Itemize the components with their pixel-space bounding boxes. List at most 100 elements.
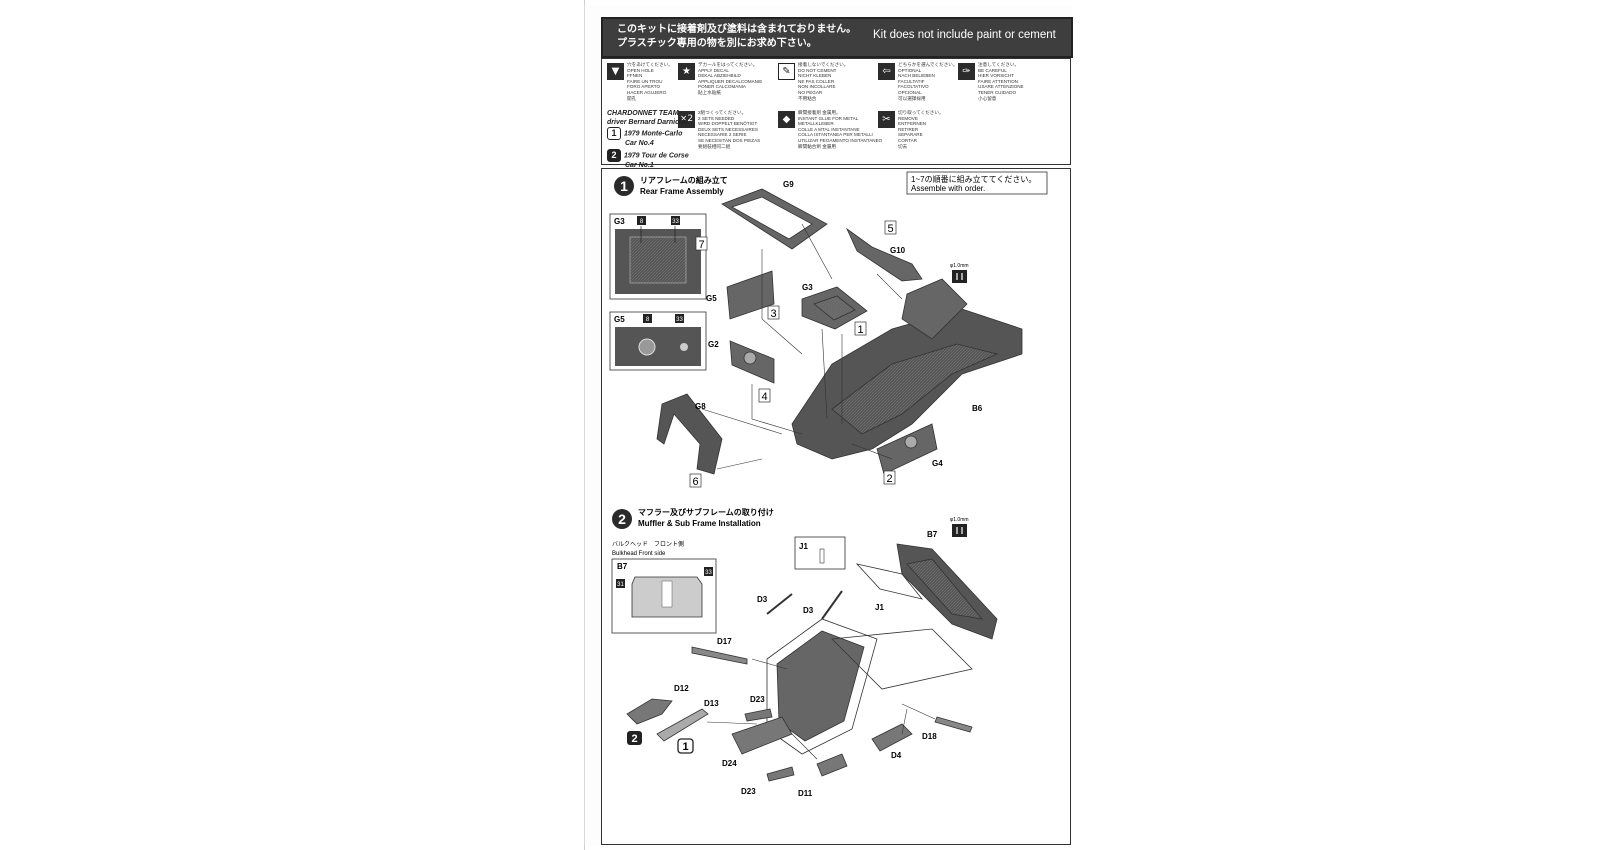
- order-number-5: 5: [887, 223, 893, 235]
- team-car-1: Car No.4: [625, 140, 654, 147]
- step-1-header: 1 リアフレームの組み立て Rear Frame Assembly: [614, 175, 728, 196]
- order-number-1: 1: [857, 324, 863, 336]
- inset-b7: バルクヘッド フロント側 Bulkhead Front side B7 31 3…: [611, 540, 717, 634]
- step-2-title-en: Muffler & Sub Frame Installation: [638, 519, 761, 528]
- part-label-g8: G8: [695, 402, 706, 411]
- step-1-order-numbers: 1 2 3 4 5 6 7: [689, 220, 897, 488]
- step-2-number: 2: [618, 511, 626, 527]
- step-1-title-jp: リアフレームの組み立て: [640, 175, 728, 185]
- assembly-diagram: 1 リアフレームの組み立て Rear Frame Assembly 1~7の順番…: [609, 171, 1048, 798]
- part-label-g9: G9: [783, 180, 794, 189]
- option-badge-2: 2: [631, 733, 637, 745]
- step-2-drill-marker: φ1.0mm: [950, 517, 969, 537]
- step-1-number: 1: [620, 178, 628, 194]
- assembly-panel: 1 リアフレームの組み立て Rear Frame Assembly 1~7の順番…: [601, 168, 1071, 845]
- part-label-b7: B7: [927, 530, 938, 539]
- step-2-badge: [612, 509, 632, 529]
- car-option-1-badge: 1: [607, 127, 621, 140]
- order-note: 1~7の順番に組み立ててください。 Assemble with order.: [906, 171, 1048, 195]
- part-label-d3-left: D3: [757, 595, 768, 604]
- team-title: CHARDONNET TEAM: [607, 110, 679, 117]
- step-2-drill-size: φ1.0mm: [950, 517, 969, 523]
- step-1-drill-marker: φ1.0mm: [950, 263, 969, 283]
- team-info: CHARDONNET TEAM driver Bernard Darniche …: [607, 110, 689, 170]
- part-label-d4: D4: [891, 751, 902, 760]
- legend-drill-hole-text: 穴をあけてください。 OPEN HOLE FFNEN FAIRE UN TROU…: [627, 62, 673, 101]
- inset-g3-color-1: 8: [640, 219, 644, 225]
- part-label-g3: G3: [802, 283, 813, 292]
- part-label-d24: D24: [722, 759, 737, 768]
- part-label-d11: D11: [798, 789, 813, 798]
- part-label-g10: G10: [890, 246, 906, 255]
- inset-g3: G3 8 33: [609, 213, 707, 300]
- step-2-parts: [626, 543, 998, 782]
- drill-hole-icon: ▼: [607, 63, 624, 80]
- part-label-g5: G5: [706, 294, 717, 303]
- legend-decal-text: デカールをはってください。 APPLY DECAL DEKAL ABZIEHBI…: [698, 62, 763, 95]
- bulkhead-jp: バルクヘッド フロント側: [612, 540, 684, 548]
- decal-icon: ★: [678, 63, 695, 80]
- step-1-drill-size: φ1.0mm: [950, 263, 969, 269]
- inset-g3-color-2: 33: [672, 219, 679, 225]
- j1-box: J1: [794, 536, 846, 570]
- part-label-d23-bottom: D23: [741, 787, 756, 796]
- team-entry-1: 1979 Monte-Carlo: [624, 130, 683, 138]
- step-1-badge: [614, 176, 634, 196]
- team-entry-2: 1979 Tour de Corse: [624, 151, 689, 159]
- times-two-icon: ×2: [678, 111, 695, 128]
- legend-remove-text: 切り取ってください。 REMOVE ENTFERNEN RETIRER SEPA…: [898, 110, 944, 149]
- legend-two-sets-text: 2組つくってください。 2 SETS NEEDED WIRD DOPPELT B…: [698, 110, 761, 149]
- notice-banner: このキットに接着剤及び塗料は含まれておりません。 プラスチック専用の物を別にお求…: [601, 17, 1073, 58]
- step-2-part-labels: B7 D3 D3 J1 D17 D12 D13 D23 D24 D23 D11 …: [674, 530, 938, 798]
- order-number-2: 2: [886, 473, 892, 485]
- part-label-b6: B6: [972, 404, 983, 413]
- inset-g5: G5 8 33: [609, 311, 707, 371]
- part-label-d13: D13: [704, 699, 719, 708]
- step-1-parts: [656, 188, 1023, 475]
- remove-icon: ✂: [878, 111, 895, 128]
- optional-icon: ⇦: [878, 63, 895, 80]
- metal-glue-icon: ◆: [778, 111, 795, 128]
- car-option-2-badge: 2: [607, 148, 621, 162]
- legend-optional-text: どちらかを選んでください。 OPTIONAL NACH BELIEBEN FAC…: [898, 62, 958, 101]
- part-label-d12: D12: [674, 684, 689, 693]
- careful-icon: ✑: [958, 63, 975, 80]
- bulkhead-en: Bulkhead Front side: [612, 551, 666, 557]
- option-badge-1: 1: [682, 741, 688, 753]
- part-label-j1: J1: [875, 603, 884, 612]
- part-label-d23-top: D23: [750, 695, 765, 704]
- inset-g3-label: G3: [614, 217, 625, 226]
- part-label-j1-box: J1: [799, 542, 808, 551]
- inset-b7-label: B7: [617, 562, 628, 571]
- team-driver: driver Bernard Darniche: [607, 118, 688, 126]
- part-label-d3-right: D3: [803, 606, 814, 615]
- step-2-option-badges: 2 1: [627, 731, 694, 754]
- part-label-g4: G4: [932, 459, 943, 468]
- no-cement-icon: ✎: [778, 63, 795, 80]
- part-label-d18: D18: [922, 732, 937, 741]
- inset-g5-color-2: 33: [676, 317, 683, 323]
- legend-no-cement-text: 接着しないでください。 DO NOT CEMENT NICHT KLEBEN N…: [798, 62, 849, 101]
- order-number-3: 3: [770, 308, 776, 320]
- order-note-en: Assemble with order.: [911, 184, 985, 193]
- step-1-part-labels: G9 G10 G5 G3 G2 G8 B6 G4: [695, 180, 983, 468]
- legend-careful-text: 注意してください。 BE CAREFUL HIER VORSICHT FAIRE…: [978, 62, 1024, 101]
- step-2-title-jp: マフラー及びサブフレームの取り付け: [638, 507, 774, 517]
- order-number-4: 4: [761, 391, 767, 403]
- order-number-6: 6: [692, 476, 698, 488]
- part-label-g2: G2: [708, 340, 719, 349]
- step-1-title-en: Rear Frame Assembly: [640, 187, 724, 196]
- part-label-d17: D17: [717, 637, 732, 646]
- legend-metal-glue-text: 瞬間接着剤 金属用。 INSTANT GLUE FOR METAL METALL…: [798, 110, 883, 149]
- inset-b7-color-1: 31: [617, 582, 624, 588]
- notice-jp-text: このキットに接着剤及び塗料は含まれておりません。 プラスチック専用の物を別にお求…: [617, 24, 857, 49]
- order-number-7: 7: [698, 239, 704, 251]
- step-2-header: 2 マフラー及びサブフレームの取り付け Muffler & Sub Frame …: [612, 507, 774, 529]
- team-car-2: Car No.1: [625, 161, 654, 169]
- order-note-jp: 1~7の順番に組み立ててください。: [911, 174, 1036, 184]
- inset-g5-color-1: 8: [646, 317, 650, 323]
- notice-en-text: Kit does not include paint or cement: [873, 29, 1056, 41]
- symbol-legend: ▼ 穴をあけてください。 OPEN HOLE FFNEN FAIRE UN TR…: [601, 58, 1071, 169]
- inset-b7-color-2: 33: [705, 570, 712, 576]
- inset-g5-label: G5: [614, 315, 625, 324]
